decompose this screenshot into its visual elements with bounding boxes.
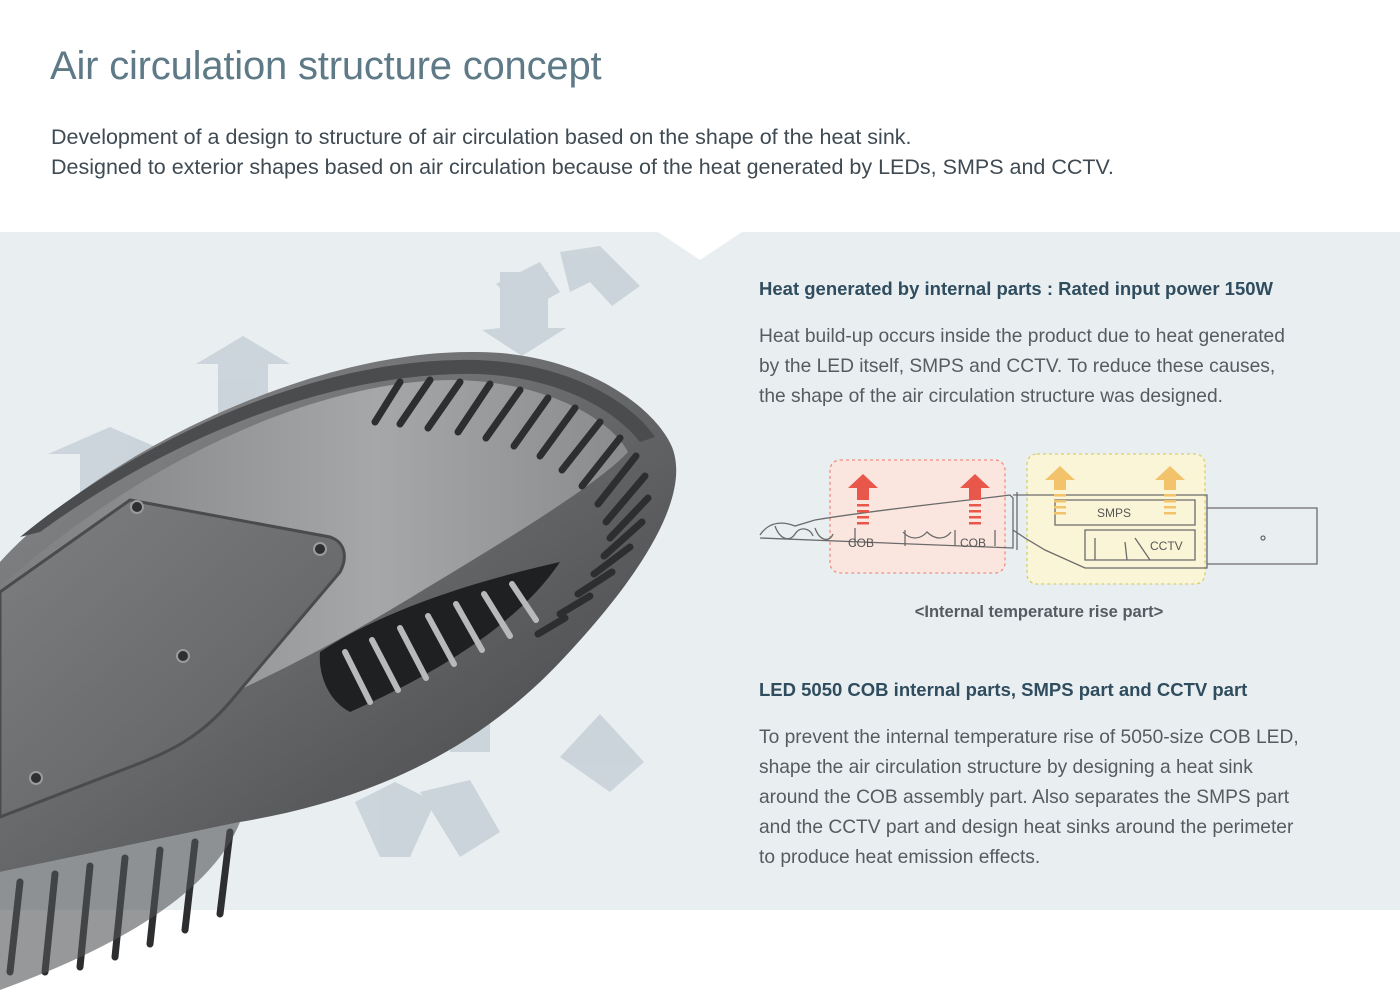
section2-paragraph: To prevent the internal temperature rise… [759,723,1349,873]
paragraph-line: Heat build-up occurs inside the product … [759,326,1285,347]
curved-arrow-icon [496,262,560,312]
paragraph-line: by the LED itself, SMPS and CCTV. To red… [759,356,1276,377]
hot-arrow-icon [960,474,990,525]
section2-heading: LED 5050 COB internal parts, SMPS part a… [759,679,1248,700]
paragraph-line: around the COB assembly part. Also separ… [759,787,1290,808]
intro-line: Designed to exterior shapes based on air… [51,155,1114,179]
warm-arrow-icon [1045,466,1075,515]
cob-right-label: COB [960,536,986,550]
housing-lower [0,822,240,990]
page-title: Air circulation structure concept [50,44,602,88]
paragraph-line: the shape of the air circulation structu… [759,386,1223,407]
paragraph-line: To prevent the internal temperature rise… [759,727,1299,748]
plate-screws [29,500,327,785]
intro-text: Development of a design to structure of … [51,122,1114,182]
curved-arrow-icon [560,246,640,306]
paragraph-line: to produce heat emission effects. [759,847,1041,868]
paragraph-line: shape the air circulation structure by d… [759,757,1253,778]
panel-notch [658,232,742,260]
cctv-label: CCTV [1150,539,1183,553]
curved-arrow-icon [560,714,644,792]
product-illustration [0,246,677,990]
diagram-caption: <Internal temperature rise part> [914,603,1164,621]
paragraph-line: and the CCTV part and design heat sinks … [759,817,1294,838]
intro-line: Development of a design to structure of … [51,125,912,149]
hot-arrow-icon [848,474,878,525]
section1-paragraph: Heat build-up occurs inside the product … [759,322,1349,412]
smps-label: SMPS [1097,506,1131,520]
vent-slats [342,581,539,705]
smps-heat-zone [1026,453,1206,585]
warm-arrow-icon [1155,466,1185,515]
cob-heat-zone [829,459,1006,574]
section1-heading: Heat generated by internal parts : Rated… [759,278,1273,299]
curved-arrow-icon [420,780,500,857]
heat-sink-fins [371,376,652,638]
arrow-down-icon [355,782,435,857]
cover-plate [0,498,346,819]
product-outline [759,492,1318,569]
cob-left-label: COB [848,536,874,550]
cross-section-diagram: COB COB SMPS CCTV [759,453,1318,585]
